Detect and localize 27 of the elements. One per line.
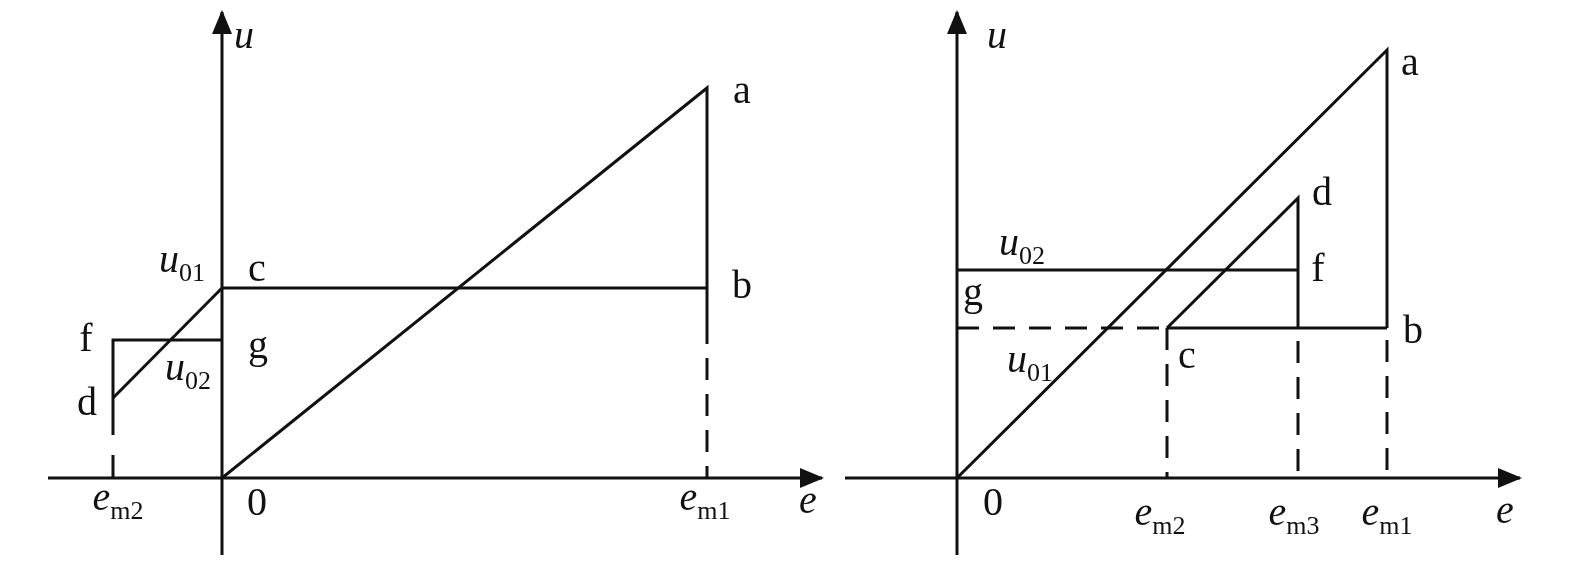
point-label: c	[1178, 335, 1196, 375]
axis-label: u	[987, 15, 1007, 55]
value-label: u$_{01}$	[159, 238, 205, 286]
point-label: g	[963, 272, 983, 312]
tick-label: e$_{m2}$	[92, 476, 144, 524]
point-label: c	[248, 248, 266, 288]
tick-label: e$_{m1}$	[679, 476, 731, 524]
point-label: g	[248, 325, 268, 365]
tick-label: 0	[983, 482, 1003, 522]
tick-label: e$_{m2}$	[1134, 491, 1186, 539]
point-label: a	[733, 70, 751, 110]
value-label: u$_{01}$	[1007, 338, 1053, 386]
value-label: u$_{02}$	[999, 221, 1045, 269]
point-label: f	[1311, 248, 1325, 288]
point-label: a	[1401, 42, 1419, 82]
axis-label: e	[1496, 490, 1514, 530]
tick-label: 0	[247, 482, 267, 522]
tick-label: e$_{m1}$	[1361, 491, 1413, 539]
tick-label: e$_{m3}$	[1268, 491, 1320, 539]
axis-label: u	[234, 15, 254, 55]
point-label: f	[79, 318, 93, 358]
value-label: u$_{02}$	[165, 346, 211, 394]
point-label: b	[1403, 310, 1423, 350]
axis-label: e	[799, 480, 817, 520]
point-label: d	[1312, 172, 1332, 212]
point-label: b	[732, 265, 752, 305]
point-label: d	[77, 382, 97, 422]
